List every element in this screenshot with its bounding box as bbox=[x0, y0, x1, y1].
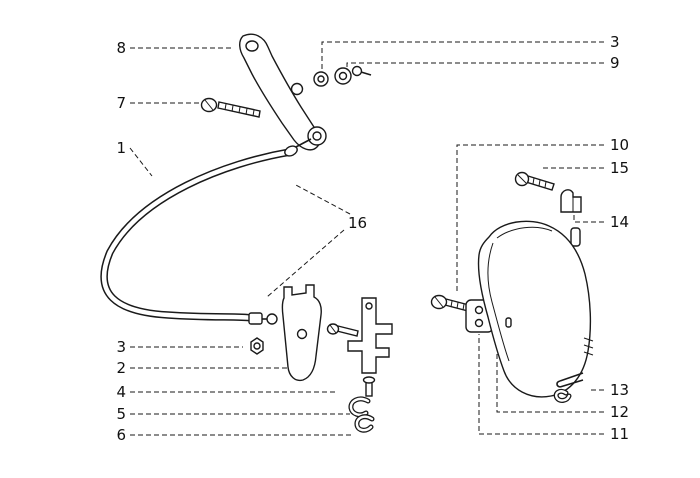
bolt-4-shaft bbox=[336, 325, 359, 337]
bolt-right-threads bbox=[450, 300, 465, 311]
callout-15-label: 15 bbox=[610, 159, 629, 177]
part-bolt-right bbox=[430, 294, 470, 312]
callouts: 8 7 1 3 2 4 5 6 3 9 10 15 14 13 12 11 16 bbox=[116, 33, 629, 444]
callout-2-label: 2 bbox=[116, 359, 126, 377]
lever-boss bbox=[290, 82, 304, 96]
hex-nut-hole bbox=[253, 342, 261, 350]
bolt-4-slot bbox=[329, 324, 337, 334]
hook-6-inner bbox=[355, 415, 374, 432]
clamp-plate-hole bbox=[365, 302, 373, 310]
callout-5-label: 5 bbox=[116, 405, 126, 423]
part-cable-1 bbox=[100, 138, 312, 325]
lever-pivot-hole bbox=[245, 40, 259, 52]
cable-end-fitting bbox=[248, 312, 263, 325]
leader-line-16-upper bbox=[293, 183, 351, 215]
leader-line-16-lower bbox=[266, 229, 345, 298]
callout-16-label: 16 bbox=[348, 214, 367, 232]
callout-11-label: 11 bbox=[610, 425, 629, 443]
lever-arm bbox=[239, 33, 321, 151]
part-trunnion-16 bbox=[266, 313, 278, 325]
nut-hole bbox=[338, 71, 348, 81]
hook-5-inner bbox=[349, 397, 370, 416]
cable-upper-ferrule bbox=[284, 145, 298, 157]
callout-12-label: 12 bbox=[610, 403, 629, 421]
cable-outer bbox=[100, 148, 294, 322]
cover-edge-line bbox=[487, 242, 510, 362]
bolt-right-slot bbox=[434, 296, 444, 308]
callout-6-label: 6 bbox=[116, 426, 126, 444]
cover-stud bbox=[570, 227, 581, 247]
leader-line-9 bbox=[346, 62, 604, 68]
lever-tip-hole bbox=[312, 131, 322, 141]
part-pivot-bolt-7 bbox=[200, 97, 261, 118]
leader-line-10 bbox=[456, 144, 604, 292]
callout-9-label: 9 bbox=[610, 54, 620, 72]
retainer-13-prongs bbox=[559, 372, 584, 388]
cover-slot bbox=[505, 317, 512, 328]
adjuster-head bbox=[351, 65, 363, 77]
part-bracket-2 bbox=[281, 284, 322, 382]
part-adjuster-screw bbox=[351, 65, 372, 77]
pin-head bbox=[362, 376, 376, 384]
leader-line-3-top bbox=[321, 41, 604, 70]
callout-7-label: 7 bbox=[116, 94, 126, 112]
part-clamp-plate bbox=[347, 297, 393, 374]
callout-10-label: 10 bbox=[610, 136, 629, 154]
callout-8-label: 8 bbox=[116, 39, 126, 57]
retainer-13-hook-inner bbox=[555, 390, 571, 402]
leader-line-14 bbox=[573, 212, 604, 223]
cover-top-line bbox=[496, 226, 553, 239]
leader-line-1 bbox=[129, 147, 153, 177]
part-screw-15 bbox=[514, 171, 555, 191]
part-washer-3-top bbox=[313, 71, 329, 87]
trunnion-barrel bbox=[266, 313, 278, 325]
clamp-hole-upper bbox=[474, 305, 484, 315]
cable-inner bbox=[101, 149, 293, 321]
adjuster-shaft bbox=[360, 71, 372, 76]
part-hook-clip-5 bbox=[348, 396, 371, 418]
leader-line-12 bbox=[496, 347, 604, 413]
part-retainer-13 bbox=[553, 372, 584, 403]
clamp-plate-body bbox=[347, 297, 393, 374]
part-lever-8 bbox=[239, 33, 327, 151]
part-bolt-4 bbox=[326, 323, 359, 337]
screw-15-threads bbox=[532, 177, 547, 188]
clip-14-body bbox=[560, 189, 582, 213]
cable-upper-wire bbox=[293, 138, 312, 149]
callout-3-left-label: 3 bbox=[116, 338, 126, 356]
bolt-7-shaft bbox=[217, 101, 261, 118]
bracket-hole bbox=[296, 328, 308, 340]
part-hook-clip-6 bbox=[354, 414, 375, 433]
clamp-hole-lower bbox=[474, 318, 484, 328]
callout-3-top-label: 3 bbox=[610, 33, 620, 51]
callout-4-label: 4 bbox=[116, 383, 126, 401]
leader-line-11 bbox=[478, 334, 604, 435]
part-nut-9 bbox=[334, 67, 352, 85]
leader-lines bbox=[129, 41, 604, 436]
callout-14-label: 14 bbox=[610, 213, 629, 231]
washer-hole bbox=[317, 75, 325, 83]
part-cover-10 bbox=[477, 220, 594, 398]
bolt-7-threads bbox=[224, 103, 255, 117]
bolt-7-slot bbox=[204, 99, 214, 111]
callout-13-label: 13 bbox=[610, 381, 629, 399]
screw-15-slot bbox=[517, 174, 527, 184]
part-clip-14 bbox=[560, 189, 582, 213]
callout-1-label: 1 bbox=[116, 139, 126, 157]
part-nut-3-left bbox=[250, 337, 264, 355]
retainer-13-bend bbox=[556, 380, 561, 388]
part-pin-5 bbox=[362, 376, 376, 397]
cover-body bbox=[477, 220, 592, 398]
cover-tab-hatch bbox=[583, 337, 594, 356]
